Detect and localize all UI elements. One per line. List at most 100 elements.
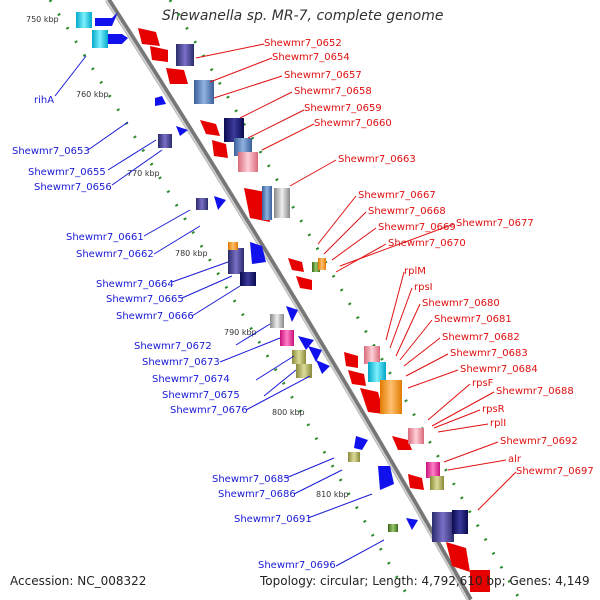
gene-block bbox=[262, 186, 272, 220]
gene-label[interactable]: Shewmr7_0675 bbox=[162, 390, 240, 401]
gene-arrow bbox=[166, 68, 188, 84]
gene-block bbox=[228, 242, 238, 250]
gene-label[interactable]: rihA bbox=[34, 95, 54, 106]
reverse-strand-genes bbox=[76, 12, 418, 532]
gene-label[interactable]: rpsF bbox=[472, 378, 494, 389]
genome-axis bbox=[105, 0, 473, 600]
gene-label[interactable]: Shewmr7_0686 bbox=[218, 489, 296, 500]
scale-label: 770 kbp bbox=[127, 169, 160, 178]
gene-label[interactable]: Shewmr7_0653 bbox=[12, 146, 90, 157]
gene-label[interactable]: Shewmr7_0681 bbox=[434, 314, 512, 325]
gene-label[interactable]: Shewmr7_0691 bbox=[234, 514, 312, 525]
gene-label[interactable]: Shewmr7_0663 bbox=[338, 154, 416, 165]
genome-axis-highlight bbox=[105, 0, 469, 600]
gene-label[interactable]: Shewmr7_0668 bbox=[368, 206, 446, 217]
right-leaders bbox=[195, 43, 517, 511]
gene-label[interactable]: rpsI bbox=[414, 282, 433, 293]
scale-label: 760 kbp bbox=[76, 90, 109, 99]
gene-label[interactable]: rplI bbox=[490, 418, 506, 429]
gene-block bbox=[196, 198, 208, 210]
gene-label[interactable]: Shewmr7_0661 bbox=[66, 232, 144, 243]
gene-block bbox=[280, 330, 294, 346]
gene-label[interactable]: rplM bbox=[404, 266, 426, 277]
gene-label[interactable]: Shewmr7_0654 bbox=[272, 52, 350, 63]
gene-arrow bbox=[348, 370, 366, 386]
gene-label[interactable]: Shewmr7_0674 bbox=[152, 374, 230, 385]
gene-block bbox=[432, 512, 454, 542]
gene-label[interactable]: Shewmr7_0657 bbox=[284, 70, 362, 81]
gene-arrow bbox=[288, 258, 304, 272]
forward-strand-genes bbox=[138, 28, 490, 592]
gene-block bbox=[364, 346, 380, 364]
gene-label[interactable]: Shewmr7_0677 bbox=[456, 218, 534, 229]
scale-label: 780 kbp bbox=[175, 249, 208, 258]
left-labels: rihA Shewmr7_0653 Shewmr7_0655 Shewmr7_0… bbox=[12, 95, 336, 571]
gene-block bbox=[158, 134, 172, 148]
gene-arrow bbox=[155, 96, 166, 106]
gene-label[interactable]: Shewmr7_0652 bbox=[264, 38, 342, 49]
gene-label[interactable]: Shewmr7_0660 bbox=[314, 118, 392, 129]
gene-block bbox=[234, 138, 252, 156]
gene-arrow bbox=[298, 336, 314, 350]
gene-block bbox=[312, 262, 320, 272]
gene-arrow bbox=[138, 28, 160, 46]
gene-block bbox=[292, 350, 306, 364]
gene-label[interactable]: alr bbox=[508, 454, 522, 465]
gene-label[interactable]: Shewmr7_0658 bbox=[294, 86, 372, 97]
gene-block bbox=[240, 272, 256, 286]
gene-arrow bbox=[212, 140, 228, 158]
gene-label[interactable]: Shewmr7_0666 bbox=[116, 311, 194, 322]
gene-label[interactable]: Shewmr7_0684 bbox=[460, 364, 538, 375]
gene-arrow bbox=[378, 466, 394, 490]
accession-label: Accession: NC_008322 bbox=[10, 574, 147, 588]
gene-block bbox=[270, 314, 284, 328]
gene-label[interactable]: rpsR bbox=[482, 404, 505, 415]
gene-arrow bbox=[392, 436, 412, 450]
gene-arrow bbox=[95, 12, 118, 26]
gene-label[interactable]: Shewmr7_0688 bbox=[496, 386, 574, 397]
gene-label[interactable]: Shewmr7_0670 bbox=[388, 238, 466, 249]
gene-label[interactable]: Shewmr7_0667 bbox=[358, 190, 436, 201]
topology-label: Topology: circular; Length: 4,792,610 bp… bbox=[260, 574, 590, 588]
gene-block bbox=[92, 30, 108, 48]
gene-block bbox=[380, 380, 402, 414]
gene-label[interactable]: Shewmr7_0656 bbox=[34, 182, 112, 193]
gene-label[interactable]: Shewmr7_0676 bbox=[170, 405, 248, 416]
gene-label[interactable]: Shewmr7_0692 bbox=[500, 436, 578, 447]
gene-block bbox=[318, 258, 326, 270]
gene-block bbox=[452, 510, 468, 534]
right-labels: Shewmr7_0652 Shewmr7_0654 Shewmr7_0657 S… bbox=[264, 38, 594, 477]
gene-arrow bbox=[200, 120, 220, 136]
genome-title: Shewanella sp. MR-7, complete genome bbox=[162, 8, 444, 24]
gene-label[interactable]: Shewmr7_0655 bbox=[28, 167, 106, 178]
gene-label[interactable]: Shewmr7_0680 bbox=[422, 298, 500, 309]
gene-arrow bbox=[360, 388, 384, 414]
gene-block bbox=[224, 118, 244, 142]
gene-arrow bbox=[446, 542, 470, 572]
gene-block bbox=[228, 248, 244, 274]
gene-label[interactable]: Shewmr7_0682 bbox=[442, 332, 520, 343]
gene-label[interactable]: Shewmr7_0685 bbox=[212, 474, 290, 485]
gene-arrow bbox=[408, 474, 424, 490]
gene-label[interactable]: Shewmr7_0673 bbox=[142, 357, 220, 368]
gene-label[interactable]: Shewmr7_0664 bbox=[96, 279, 174, 290]
gene-block bbox=[368, 362, 386, 382]
gene-arrow bbox=[286, 306, 298, 322]
gene-arrow bbox=[214, 196, 226, 210]
scale-label: 750 kbp bbox=[26, 15, 59, 24]
gene-block bbox=[426, 462, 440, 478]
gene-label[interactable]: Shewmr7_0697 bbox=[516, 466, 594, 477]
gene-label[interactable]: Shewmr7_0669 bbox=[378, 222, 456, 233]
gene-block bbox=[274, 188, 290, 218]
gene-label[interactable]: Shewmr7_0662 bbox=[76, 249, 154, 260]
gene-label[interactable]: Shewmr7_0672 bbox=[134, 341, 212, 352]
gene-arrow bbox=[296, 276, 312, 290]
gene-arrow bbox=[354, 436, 368, 450]
gene-label[interactable]: Shewmr7_0659 bbox=[304, 103, 382, 114]
gene-label[interactable]: Shewmr7_0696 bbox=[258, 560, 336, 571]
scale-label: 790 kbp bbox=[224, 328, 257, 337]
gene-label[interactable]: Shewmr7_0683 bbox=[450, 348, 528, 359]
gene-block bbox=[388, 524, 398, 532]
gene-label[interactable]: Shewmr7_0665 bbox=[106, 294, 184, 305]
